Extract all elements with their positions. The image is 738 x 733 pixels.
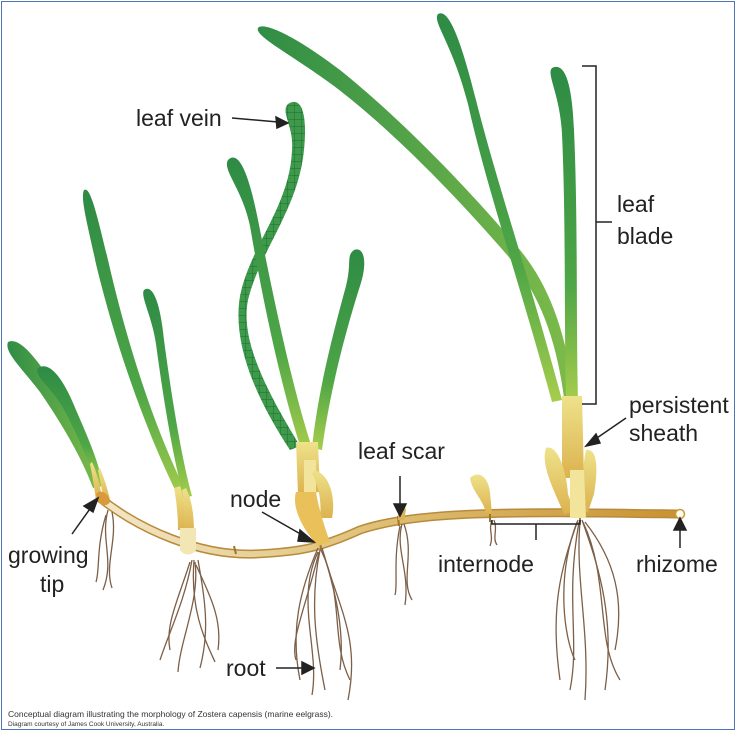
- label-rhizome: rhizome: [636, 551, 718, 577]
- label-persistent-sheath-line1: persistent: [629, 392, 729, 418]
- caption-line-1: Conceptual diagram illustrating the morp…: [8, 709, 333, 719]
- label-leaf-blade-line1: leaf: [617, 191, 655, 217]
- plant-growing-tip: [7, 341, 110, 505]
- label-node: node: [230, 486, 281, 512]
- label-root: root: [226, 655, 266, 681]
- label-internode: internode: [438, 551, 534, 577]
- label-growing-tip-line2: tip: [40, 571, 64, 597]
- label-persistent-sheath-line2: sheath: [629, 420, 698, 446]
- label-leaf-scar: leaf scar: [358, 438, 445, 464]
- plant-4-bud: [470, 474, 492, 514]
- label-growing-tip-line1: growing: [8, 542, 89, 568]
- plant-3: [227, 102, 364, 546]
- label-leaf-vein: leaf vein: [136, 105, 222, 131]
- caption-line-2: Diagram courtesy of James Cook Universit…: [8, 721, 164, 728]
- label-leaf-blade-line2: blade: [617, 223, 673, 249]
